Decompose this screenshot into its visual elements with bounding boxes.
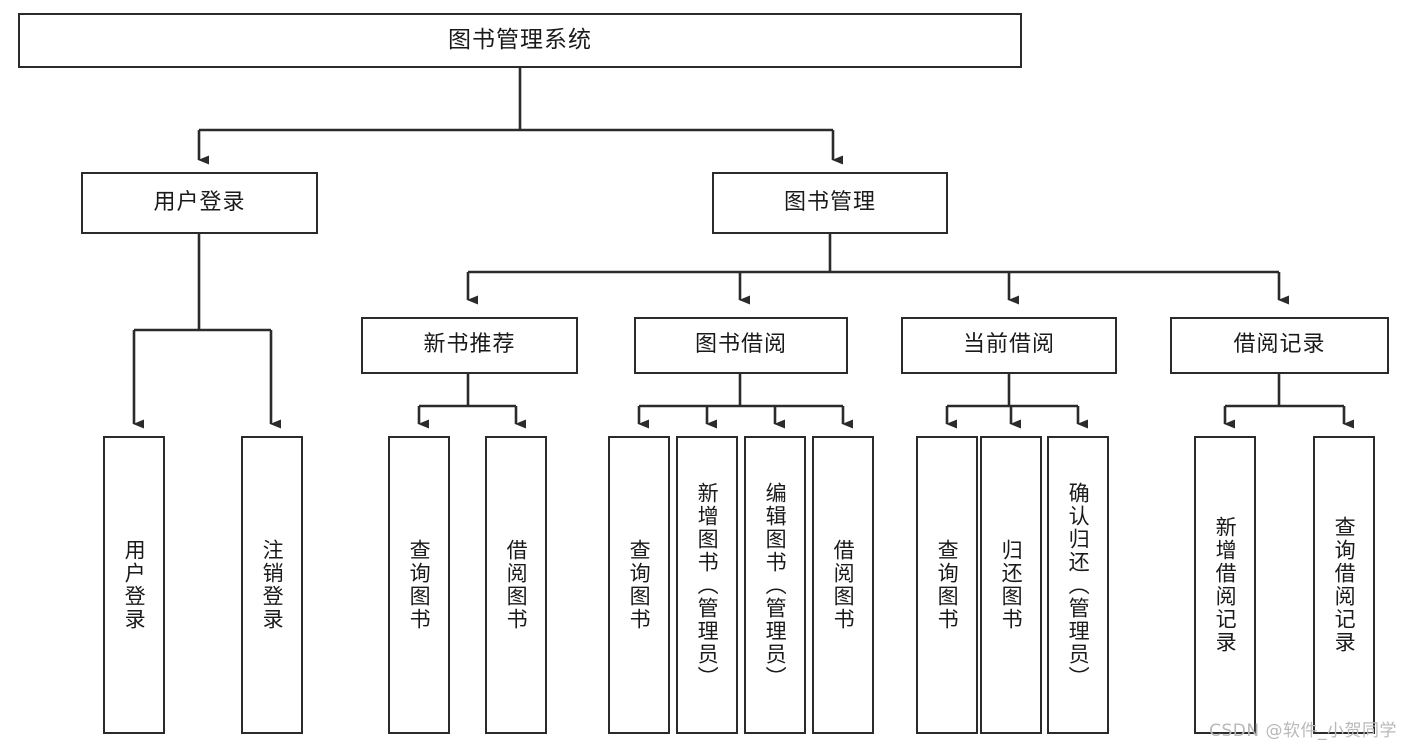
leaf-query-books-borrowing[interactable]: 查询图书 (608, 436, 670, 734)
node-user-login[interactable]: 用户登录 (81, 172, 318, 234)
leaf-return-books[interactable]: 归还图书 (980, 436, 1042, 734)
node-new-book-recommendation[interactable]: 新书推荐 (361, 317, 578, 374)
leaf-borrow-books-recommendation[interactable]: 借阅图书 (485, 436, 547, 734)
node-current-borrowing[interactable]: 当前借阅 (901, 317, 1117, 374)
node-book-management[interactable]: 图书管理 (712, 172, 948, 234)
leaf-edit-book-admin[interactable]: 编辑图书（管理员） (744, 436, 806, 734)
leaf-logout[interactable]: 注销登录 (241, 436, 303, 734)
leaf-add-borrowing-record[interactable]: 新增借阅记录 (1194, 436, 1256, 734)
leaf-user-login[interactable]: 用户登录 (103, 436, 165, 734)
csdn-watermark: CSDN @软件_小贺同学 (1209, 721, 1397, 741)
leaf-query-books-recommendation[interactable]: 查询图书 (388, 436, 450, 734)
node-root-book-management-system[interactable]: 图书管理系统 (18, 13, 1022, 68)
node-borrowing-records[interactable]: 借阅记录 (1170, 317, 1389, 374)
leaf-query-borrowing-record[interactable]: 查询借阅记录 (1313, 436, 1375, 734)
leaf-borrow-books[interactable]: 借阅图书 (812, 436, 874, 734)
node-book-borrowing[interactable]: 图书借阅 (634, 317, 848, 374)
leaf-add-book-admin[interactable]: 新增图书（管理员） (676, 436, 738, 734)
leaf-confirm-return-admin[interactable]: 确认归还（管理员） (1047, 436, 1109, 734)
leaf-query-books-current[interactable]: 查询图书 (916, 436, 978, 734)
